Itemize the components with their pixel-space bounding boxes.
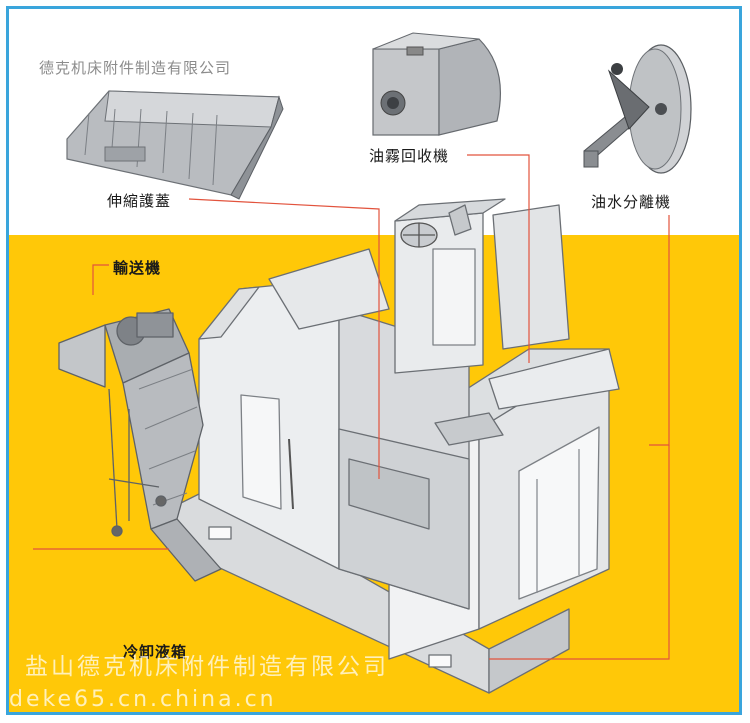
label-oil-water-separator: 油水分離機 xyxy=(591,193,672,211)
callout-line-oil-mist-collector xyxy=(467,154,530,363)
label-chip-conveyor: 輸送機 xyxy=(113,259,162,277)
oil-water-separator-image xyxy=(583,44,692,174)
label-oil-mist-collector: 油霧回收機 xyxy=(369,147,450,165)
company-name: 德克机床附件制造有限公司 xyxy=(39,59,232,77)
machine-illustration xyxy=(33,32,692,694)
watermark-company: 盐山德克机床附件制造有限公司 xyxy=(25,654,389,680)
machining-center xyxy=(168,198,620,694)
diagram-frame: 德克机床附件制造有限公司 油霧回收機 伸縮護蓋 油水分離機 輸送機 冷卸液箱 盐… xyxy=(6,6,742,715)
callout-line-chip-conveyor xyxy=(92,264,109,295)
callout-lines xyxy=(33,154,670,660)
chip-conveyor-image xyxy=(58,308,222,582)
label-telescopic-cover: 伸縮護蓋 xyxy=(107,192,172,210)
oil-mist-collector-image xyxy=(372,32,502,136)
callout-line-telescopic-cover xyxy=(188,198,380,479)
telescopic-cover-image xyxy=(66,90,284,200)
watermark-url: deke65.cn.china.cn xyxy=(9,687,277,712)
callout-line-coolant-tank-right xyxy=(489,445,670,660)
label-coolant-tank: 冷卸液箱 xyxy=(123,643,188,661)
callout-line-oil-water-separator xyxy=(649,215,670,446)
